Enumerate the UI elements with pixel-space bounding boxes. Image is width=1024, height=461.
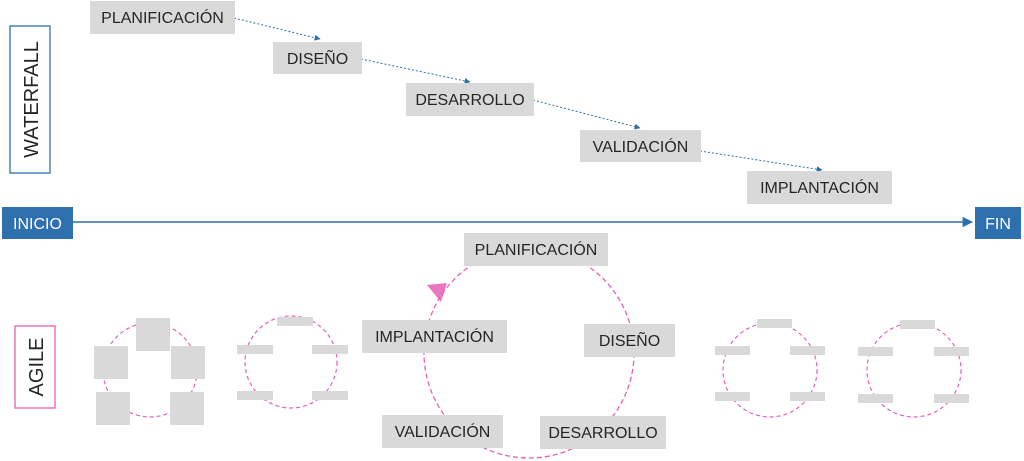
- waterfall-label: WATERFALL: [21, 41, 43, 158]
- agile-step-implantacion: IMPLANTACIÓN: [362, 320, 507, 353]
- timeline-start-box: INICIO: [2, 207, 73, 239]
- timeline-end-label: FIN: [985, 216, 1011, 233]
- agile-step-diseno: DISEÑO: [584, 324, 675, 357]
- agile-step-label: DISEÑO: [599, 330, 660, 350]
- agile-section-label: AGILE: [14, 325, 56, 409]
- agile-iteration-mini-4: [858, 320, 969, 418]
- agile-iteration-mini-2: [237, 315, 348, 409]
- timeline-end-box: FIN: [975, 207, 1021, 239]
- waterfall-step-diseno: DISEÑO: [273, 42, 362, 74]
- waterfall-step-label: VALIDACIÓN: [593, 137, 689, 156]
- agile-step-label: VALIDACIÓN: [395, 422, 491, 441]
- waterfall-arrow-2: [360, 58, 471, 84]
- agile-step-desarrollo: DESARROLLO: [540, 416, 666, 449]
- agile-label: AGILE: [26, 338, 48, 397]
- waterfall-step-label: DISEÑO: [287, 48, 348, 68]
- agile-step-validacion: VALIDACIÓN: [382, 415, 503, 448]
- timeline-start-label: INICIO: [13, 216, 62, 233]
- waterfall-step-planificacion: PLANIFICACIÓN: [90, 1, 235, 34]
- agile-iteration-mini-3: [715, 319, 825, 418]
- waterfall-step-validacion: VALIDACIÓN: [580, 130, 701, 162]
- waterfall-section-label: WATERFALL: [9, 25, 51, 174]
- agile-cycle-arrowhead: [427, 283, 447, 302]
- waterfall-arrow-3: [532, 99, 641, 130]
- waterfall-arrow-1: [233, 17, 321, 41]
- waterfall-step-label: IMPLANTACIÓN: [760, 178, 879, 197]
- agile-main-cycle: PLANIFICACIÓN DISEÑO DESARROLLO VALIDACI…: [362, 233, 675, 459]
- waterfall-step-label: DESARROLLO: [415, 92, 524, 109]
- waterfall-step-label: PLANIFICACIÓN: [101, 8, 224, 27]
- waterfall-connectors: [233, 17, 823, 173]
- agile-iteration-mini-1: [94, 318, 205, 425]
- agile-step-label: DESARROLLO: [548, 425, 657, 442]
- waterfall-step-implantacion: IMPLANTACIÓN: [747, 171, 892, 204]
- agile-step-label: PLANIFICACIÓN: [475, 240, 598, 259]
- agile-step-label: IMPLANTACIÓN: [375, 327, 494, 346]
- waterfall-step-desarrollo: DESARROLLO: [406, 83, 534, 116]
- agile-step-planificacion: PLANIFICACIÓN: [464, 233, 608, 266]
- waterfall-arrow-4: [699, 150, 823, 173]
